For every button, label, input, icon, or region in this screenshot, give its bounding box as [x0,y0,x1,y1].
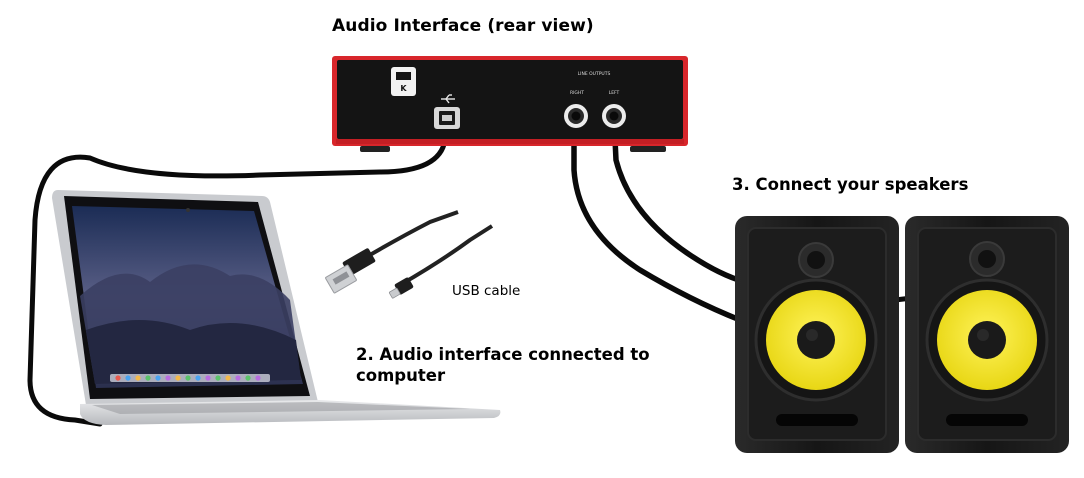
bass-port [946,414,1028,426]
step-connect-speakers: 3. Connect your speakers [732,175,969,194]
left-output-cable [611,115,748,285]
usb-a-plug [342,248,376,276]
right-speaker [905,216,1069,453]
bass-port [776,414,858,426]
right-output-label: RIGHT [570,90,584,96]
step-interface-connected: 2. Audio interface connected to computer [356,345,650,385]
line-outputs-label: LINE OUTPUTS [578,71,611,77]
usb-symbol-icon [441,94,455,104]
usb-cable-illustration [325,210,494,299]
left-speaker [735,216,899,453]
micro-usb-plug [394,277,414,295]
right-output-cable [571,115,743,323]
svg-text:K: K [400,84,407,93]
usb-connection-cable [27,115,448,427]
left-output-jack [602,104,626,128]
diagram-title: Audio Interface (rear view) [332,16,594,36]
usb-cable-label: USB cable [452,283,521,299]
left-output-label: LEFT [609,90,620,96]
audio-interface: K LINE OUTPUTS RIGHT LEFT [332,56,688,152]
laptop-computer [52,190,501,425]
right-output-jack [564,104,588,128]
